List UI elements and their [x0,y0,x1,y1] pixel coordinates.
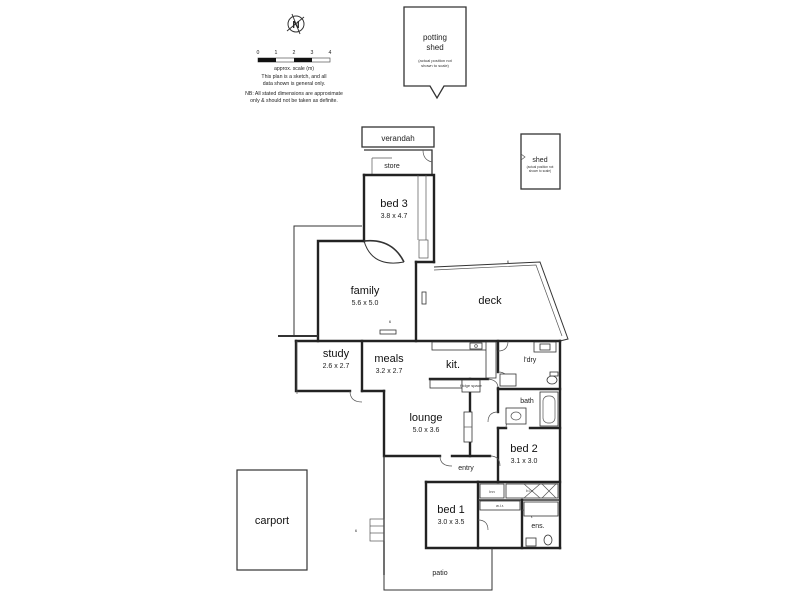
scale-note-line: only & should not be taken as definite. [250,98,338,104]
step-marker: 6 [507,259,510,264]
scale-note-line: data shown is general only. [263,81,325,87]
potting-shed-note: shown to scale) [421,63,449,68]
family-label: family [351,285,380,297]
potting-shed: potting shed (actual position not shown … [403,6,467,100]
house-walls [294,173,562,575]
patio-label: patio [432,570,447,577]
bath-label: bath [520,398,534,405]
scale-caption: approx. scale (m) [274,66,314,72]
scale-note-line: NB: All stated dimensions are approximat… [245,91,343,97]
north-compass-icon: N [286,13,305,35]
carport: carport [236,469,308,571]
bed3-label: bed 3 [380,198,408,210]
site-lines [278,225,569,591]
bed1-label: bed 1 [437,504,465,516]
entry-label: entry [458,465,474,472]
bed1-dims: 3.0 x 3.5 [438,519,465,526]
fixtures: fridge space b.i.r. w.i.r. lnn [355,175,559,547]
scale-bar: 0 1 2 3 4 approx. scale (m) This plan is… [245,50,343,104]
linen-label: lnn [489,489,494,494]
verandah: verandah [361,126,435,148]
meals-label: meals [374,353,404,365]
verandah-label: verandah [381,134,414,143]
scale-tick: 4 [329,50,332,56]
carport-label: carport [255,515,289,527]
kit-label: kit. [446,359,460,371]
scale-tick: 1 [275,50,278,56]
potting-shed-note: (actual position not [418,58,452,63]
meals-dims: 3.2 x 2.7 [376,368,403,375]
lounge-dims: 5.0 x 3.6 [413,427,440,434]
step-marker: 6 [355,528,358,533]
bir-label: b.i.r. [526,488,534,493]
study-dims: 2.6 x 2.7 [323,363,350,370]
bed3-dims: 3.8 x 4.7 [381,213,408,220]
shed-label: shed [532,157,547,164]
scale-tick: 2 [293,50,296,56]
shed-note: shown to scale) [529,169,551,173]
ldry-label: l'dry [524,357,537,364]
bed2-dims: 3.1 x 3.0 [511,458,538,465]
scale-tick: 3 [311,50,314,56]
store-label: store [384,163,400,170]
deck-label: deck [478,295,502,307]
lounge-label: lounge [409,412,442,424]
step-marker: 6 [389,319,392,324]
store: store [364,149,433,176]
shed-note: (actual position not [527,165,554,169]
compass-letter: N [292,20,299,31]
potting-shed-label: potting [423,33,447,42]
potting-shed-label: shed [426,43,443,52]
ens-label: ens. [531,523,544,530]
room-labels: bed 3 3.8 x 4.7 family 5.6 x 5.0 deck st… [323,198,545,577]
shed: shed (actual position not shown to scale… [520,133,561,190]
study-label: study [323,348,350,360]
bed2-label: bed 2 [510,443,538,455]
wir-label: w.i.r. [496,503,504,508]
scale-note-line: This plan is a sketch, and all [261,74,326,80]
family-dims: 5.6 x 5.0 [352,300,379,307]
scale-tick: 0 [257,50,260,56]
fridge-space-label: fridge space [460,383,483,388]
